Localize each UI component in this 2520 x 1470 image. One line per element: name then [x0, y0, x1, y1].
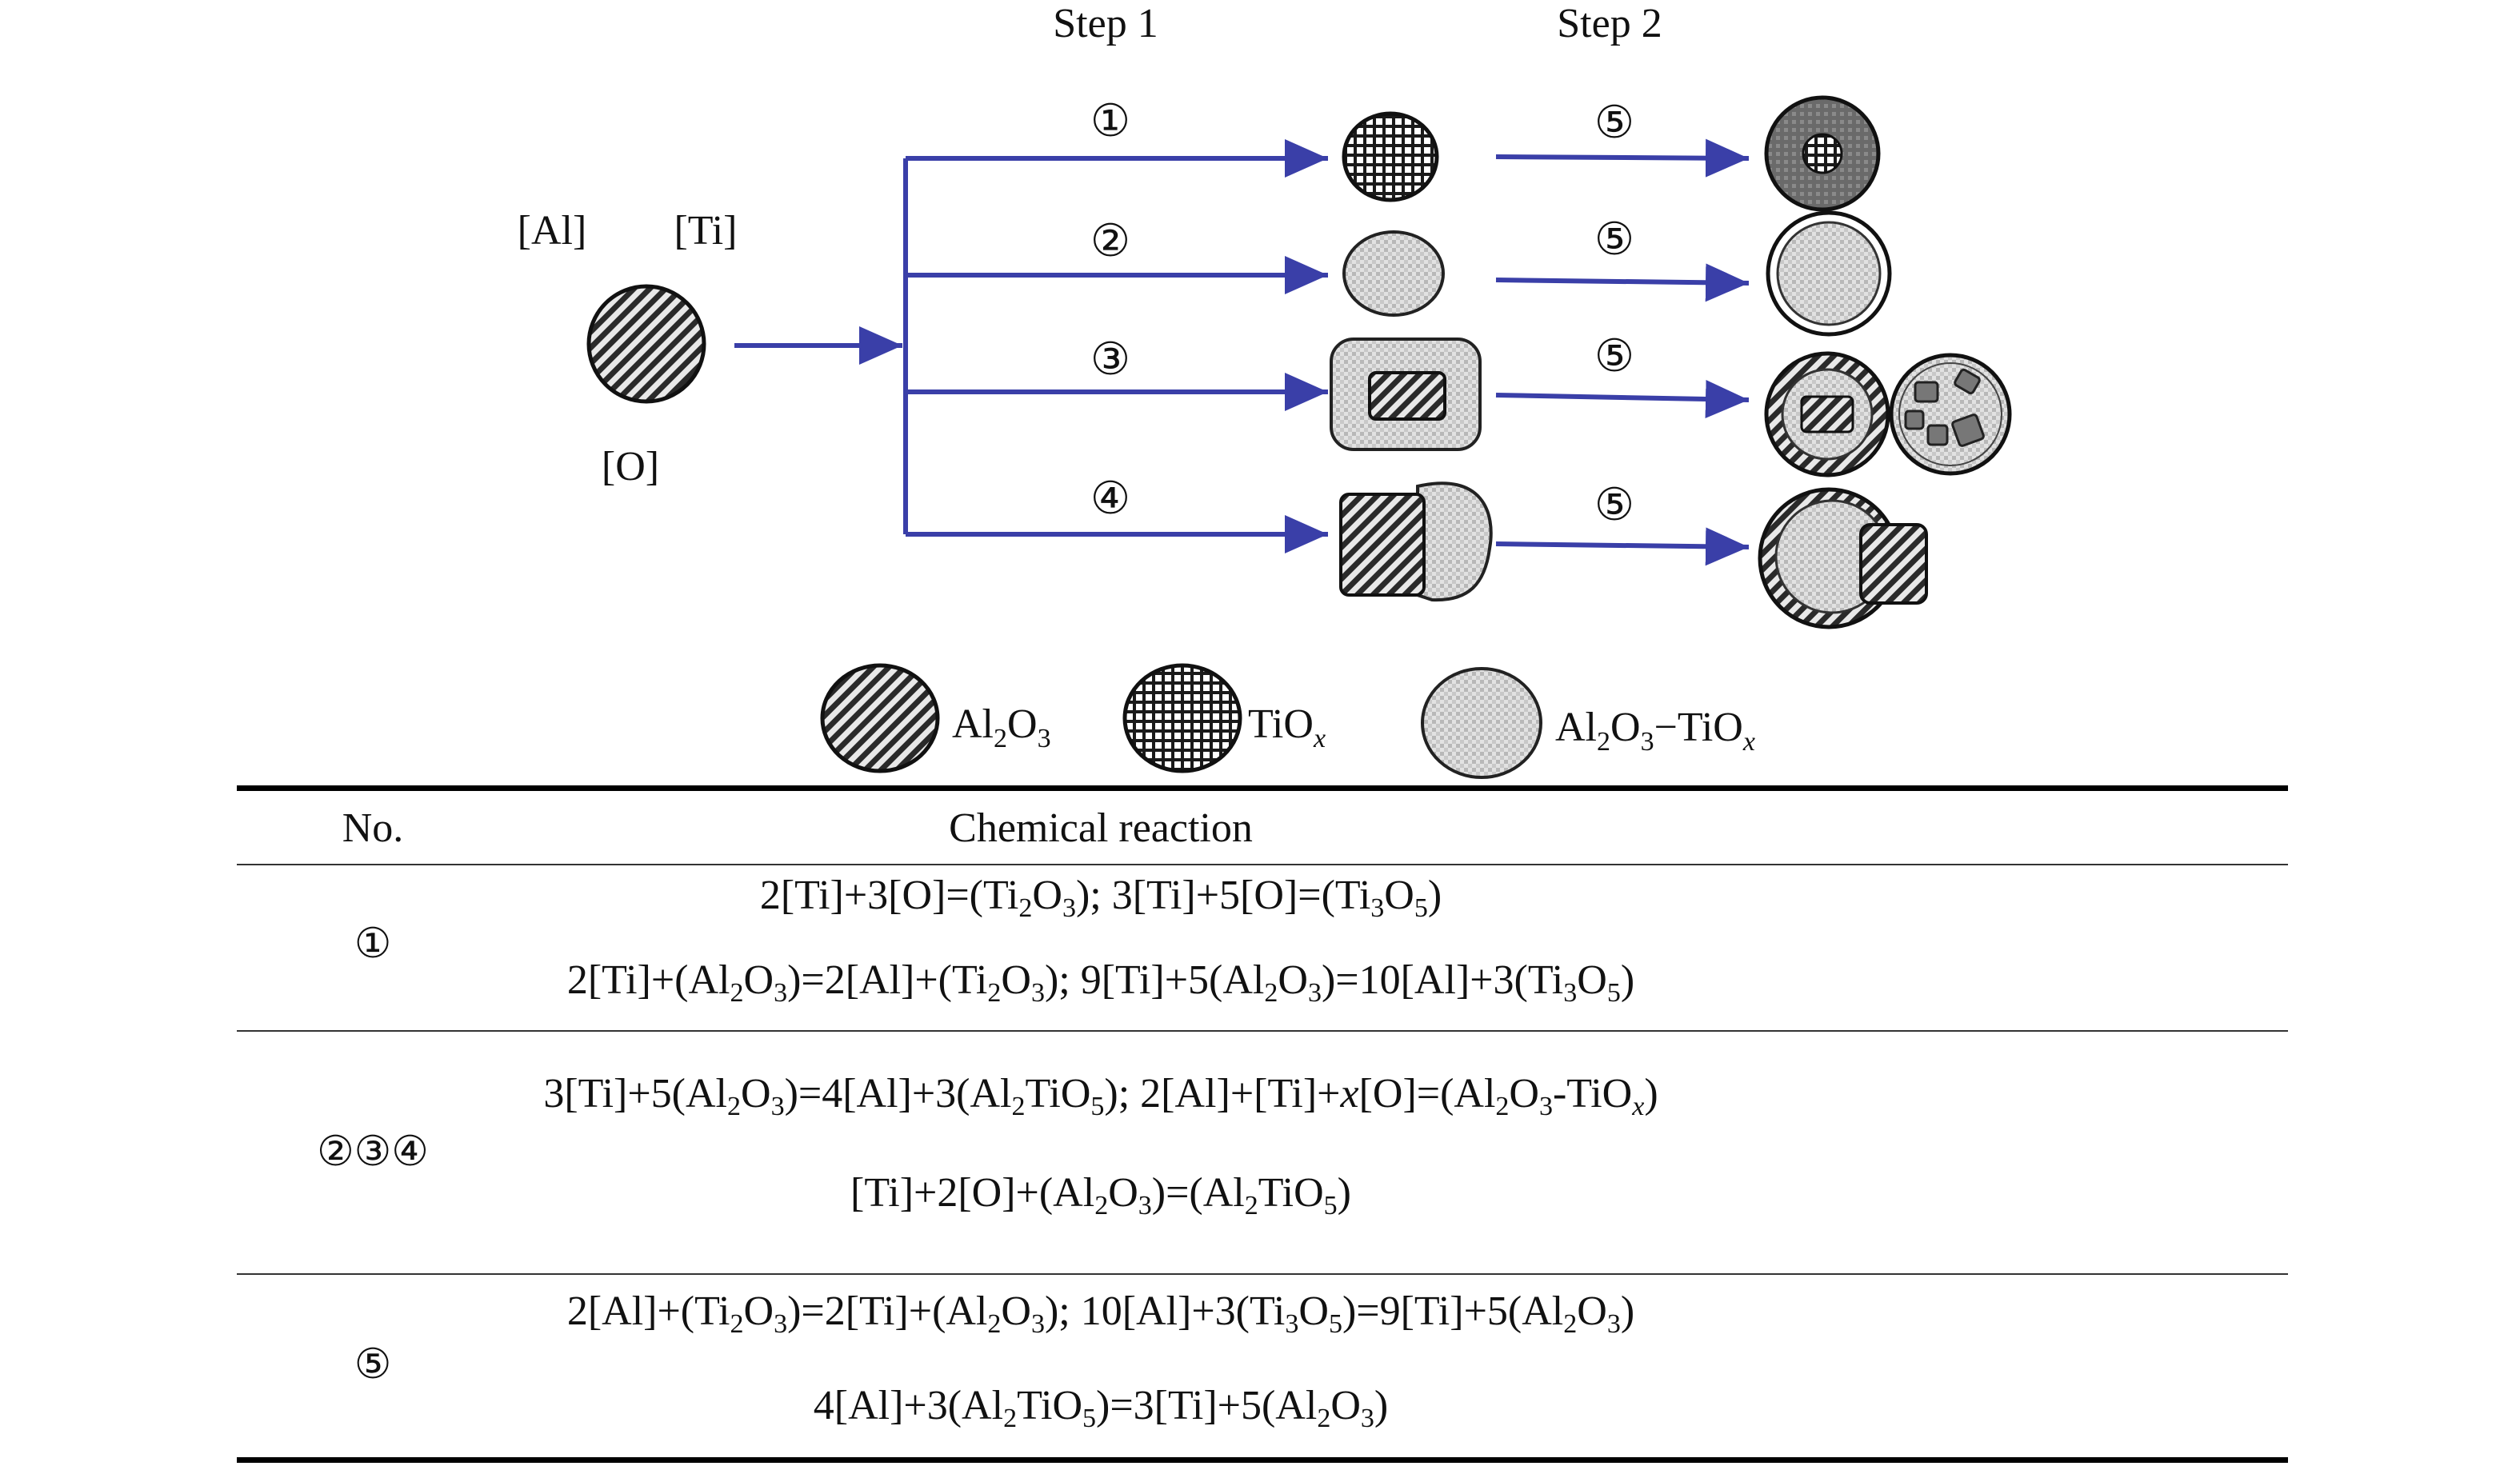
table-top-rule	[237, 785, 2288, 791]
step2-route-a-label: ⑤	[1594, 98, 1634, 148]
route-4-label: ④	[1090, 474, 1130, 524]
step2-route-c-label: ⑤	[1594, 332, 1634, 381]
row-2-reaction-1: 3[Ti]+5(Al2O3)=4[Al]+3(Al2TiO5); 2[Al]+[…	[543, 1071, 1658, 1121]
row-1-reaction-1: 2[Ti]+3[O]=(Ti2O3); 3[Ti]+5[O]=(Ti3O5)	[759, 873, 1442, 923]
row-3-reaction-1: 2[Al]+(Ti2O3)=2[Ti]+(Al2O3); 10[Al]+3(Ti…	[566, 1288, 1635, 1339]
header-rule	[237, 864, 2288, 865]
legend-al2o3-tiox-swatch	[1421, 667, 1542, 779]
tiox-particle	[1342, 111, 1439, 202]
label-al: [Al]	[518, 208, 587, 254]
step2-arrows	[1495, 138, 1750, 566]
label-o: [O]	[602, 444, 659, 489]
legend-tiox-label: TiOx	[1248, 701, 1326, 753]
al2o3-core-in-al2o3-tiox-shell	[1330, 338, 1482, 451]
row-1-reaction-2: 2[Ti]+(Al2O3)=2[Al]+(Ti2O3); 9[Ti]+5(Al2…	[566, 957, 1635, 1008]
legend-al2o3-label: Al2O3	[952, 701, 1051, 753]
row-2-reaction-2: [Ti]+2[O]+(Al2O3)=(Al2TiO5)	[850, 1170, 1351, 1220]
step2-label: Step 2	[1557, 1, 1662, 46]
route-3-label: ③	[1090, 335, 1130, 385]
route-2-label: ②	[1090, 217, 1130, 266]
row-1-no: ①	[354, 921, 392, 967]
al2o3-tiox-particle	[1342, 230, 1445, 317]
row-3-reaction-2: 4[Al]+3(Al2TiO5)=3[Ti]+5(Al2O3)	[813, 1383, 1389, 1433]
header-reaction: Chemical reaction	[949, 805, 1253, 851]
row-2-rule	[237, 1273, 2288, 1275]
step1-arrows	[734, 139, 1328, 553]
legend-al2o3-tiox-label: Al2O3−TiOx	[1555, 705, 1755, 757]
final-particle-2	[1766, 210, 1892, 337]
header-no: No.	[342, 805, 404, 851]
final-particle-1	[1764, 95, 1881, 212]
row-3-no: ⑤	[354, 1342, 392, 1388]
table-bottom-rule	[237, 1457, 2288, 1463]
initial-al2o3-particle	[586, 284, 706, 404]
legend: Al2O3 TiOx Al2O3−TiOx	[820, 663, 1755, 779]
final-particle-4	[1758, 487, 1928, 629]
label-ti: [Ti]	[674, 208, 737, 254]
row-1-rule	[237, 1030, 2288, 1032]
al2o3-attached-to-al2o3-tiox	[1339, 481, 1493, 602]
row-2-no: ②③④	[317, 1129, 429, 1175]
route-1-label: ①	[1090, 97, 1130, 146]
legend-tiox-swatch	[1122, 663, 1242, 773]
step2-route-d-label: ⑤	[1594, 481, 1634, 530]
step1-label: Step 1	[1053, 1, 1158, 46]
step2-route-b-label: ⑤	[1594, 215, 1634, 265]
final-particle-3a	[1764, 351, 1890, 477]
final-particle-3b	[1889, 353, 2012, 476]
inclusion-evolution-diagram: Step 1 Step 2 [Al] [Ti] [O] ① ② ③ ④ ⑤ ⑤ …	[518, 1, 2012, 779]
legend-al2o3-swatch	[820, 663, 940, 773]
